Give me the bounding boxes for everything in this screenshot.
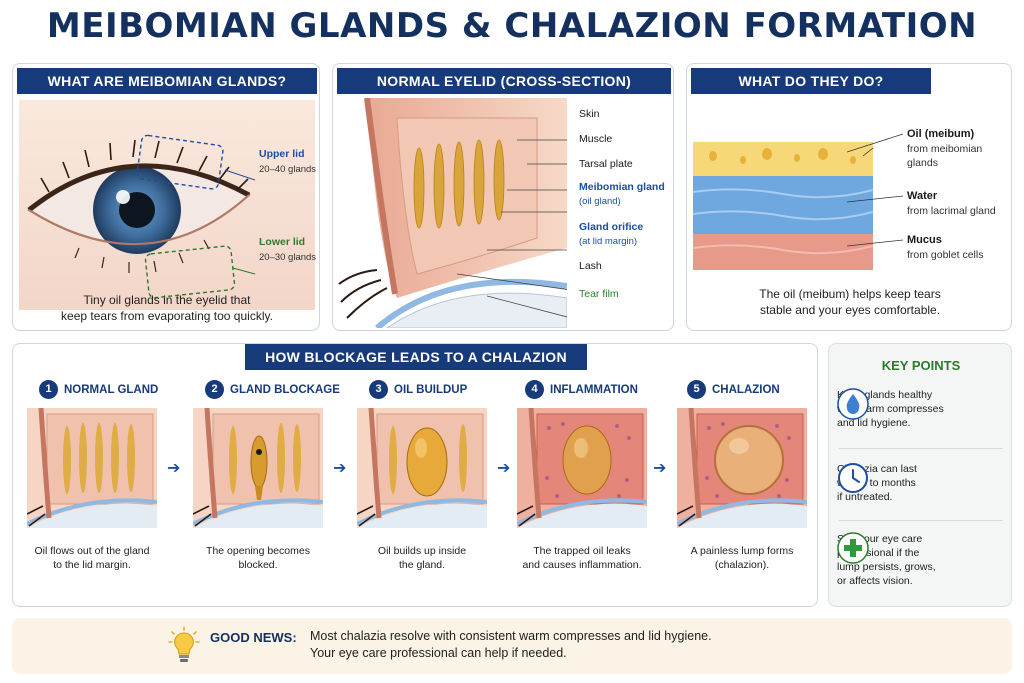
step-2-title: GLAND BLOCKAGE	[230, 383, 340, 396]
upper-lid-label: Upper lid	[259, 148, 305, 160]
label-mucus-sub: from goblet cells	[907, 249, 984, 261]
blockage-panel: HOW BLOCKAGE LEADS TO A CHALAZION 1 NORM…	[12, 343, 818, 607]
label-lash: Lash	[579, 260, 602, 272]
arrow-3-icon: ➔	[497, 460, 511, 477]
arrow-4-icon: ➔	[653, 460, 667, 477]
label-meibomian-gland: Meibomian gland	[579, 181, 665, 193]
key-point-1-line3: and lid hygiene.	[837, 417, 911, 429]
what-do-panel: WHAT DO THEY DO? Oil (meibum) from meibo…	[686, 63, 1012, 331]
good-news-line2: Your eye care professional can help if n…	[310, 646, 567, 660]
step-3-title: OIL BUILDUP	[394, 383, 468, 396]
medical-cross-icon	[837, 532, 869, 564]
label-muscle: Muscle	[579, 133, 613, 145]
good-news-banner: GOOD NEWS: Most chalazia resolve with co…	[12, 618, 1012, 674]
label-gland-orifice: Gland orifice	[579, 221, 644, 233]
layer-leader-lines	[847, 133, 904, 247]
step-3-illustration	[357, 408, 487, 528]
label-gland-orifice-sub: (at lid margin)	[579, 236, 638, 247]
clock-icon	[838, 463, 868, 493]
cross-section-heading: NORMAL EYELID (CROSS-SECTION)	[337, 68, 671, 94]
key-point-2-line3: if untreated.	[837, 491, 893, 503]
lower-lid-label: Lower lid	[259, 236, 306, 248]
label-water-sub: from lacrimal gland	[907, 205, 996, 217]
step-3-header: 3 OIL BUILDUP	[369, 380, 467, 399]
eye-illustration	[19, 100, 315, 310]
step-5-header: 5 CHALAZION	[687, 380, 780, 399]
step-1-header: 1 NORMAL GLAND	[39, 380, 158, 399]
step-2-header: 2 GLAND BLOCKAGE	[205, 380, 340, 399]
label-meibomian-gland-sub: (oil gland)	[579, 196, 621, 207]
label-oil: Oil (meibum)	[907, 128, 975, 140]
lower-lid-count: 20–30 glands	[259, 252, 317, 263]
tear-film-layers-illustration	[693, 142, 873, 270]
page-title: MEIBOMIAN GLANDS & CHALAZION FORMATION	[46, 6, 978, 46]
step-4-title: INFLAMMATION	[550, 383, 638, 396]
key-point-3-line4: or affects vision.	[837, 575, 913, 587]
key-points-panel: KEY POINTS Keep glands healthy with warm…	[828, 343, 1012, 607]
step-5-illustration	[677, 408, 807, 528]
step-4-number: 4	[525, 380, 544, 399]
key-points-heading: KEY POINTS	[881, 358, 961, 373]
label-mucus: Mucus	[907, 234, 942, 246]
label-tarsal-plate: Tarsal plate	[579, 158, 633, 170]
label-oil-sub2: glands	[907, 157, 938, 169]
what-are-panel: WHAT ARE MEIBOMIAN GLANDS?	[12, 63, 320, 331]
step-2-illustration	[193, 408, 323, 528]
divider	[839, 520, 1003, 521]
what-are-caption: Tiny oil glands in the eyelid that keep …	[61, 293, 273, 323]
step-5-number: 5	[687, 380, 706, 399]
key-point-1: Keep glands healthy with warm compresses…	[837, 388, 1005, 430]
label-water: Water	[907, 190, 938, 202]
label-oil-sub1: from meibomian	[907, 143, 983, 155]
lightbulb-icon	[168, 626, 200, 662]
arrow-1-icon: ➔	[167, 460, 181, 477]
step-4-illustration	[517, 408, 647, 528]
blockage-heading: HOW BLOCKAGE LEADS TO A CHALAZION	[245, 344, 587, 370]
good-news-label: GOOD NEWS:	[210, 630, 297, 645]
divider	[839, 448, 1003, 449]
what-are-heading: WHAT ARE MEIBOMIAN GLANDS?	[17, 68, 317, 94]
good-news-text: Most chalazia resolve with consistent wa…	[310, 628, 712, 662]
step-1-illustration	[27, 408, 157, 528]
eyelid-cross-section-illustration	[338, 98, 567, 328]
step-3-number: 3	[369, 380, 388, 399]
upper-lid-count: 20–40 glands	[259, 164, 317, 175]
key-point-3: See your eye care professional if the lu…	[837, 532, 1005, 588]
label-tear-film: Tear film	[579, 288, 619, 300]
step-5-title: CHALAZION	[712, 383, 780, 396]
step-1-number: 1	[39, 380, 58, 399]
cross-section-panel: NORMAL EYELID (CROSS-SECTION)	[332, 63, 674, 331]
arrow-2-icon: ➔	[333, 460, 347, 477]
label-skin: Skin	[579, 108, 600, 120]
step-1-title: NORMAL GLAND	[64, 383, 159, 396]
key-point-2: Chalazia can last weeks to months if unt…	[837, 462, 1005, 504]
step-2-number: 2	[205, 380, 224, 399]
what-do-caption: The oil (meibum) helps keep tears stable…	[759, 287, 941, 317]
water-drop-icon	[837, 388, 869, 420]
key-point-3-line3: lump persists, grows,	[837, 561, 936, 573]
step-4-header: 4 INFLAMMATION	[525, 380, 638, 399]
what-do-heading: WHAT DO THEY DO?	[691, 68, 931, 94]
step-5-caption: A painless lump forms(chalazion).	[690, 545, 794, 571]
good-news-line1: Most chalazia resolve with consistent wa…	[310, 629, 712, 643]
